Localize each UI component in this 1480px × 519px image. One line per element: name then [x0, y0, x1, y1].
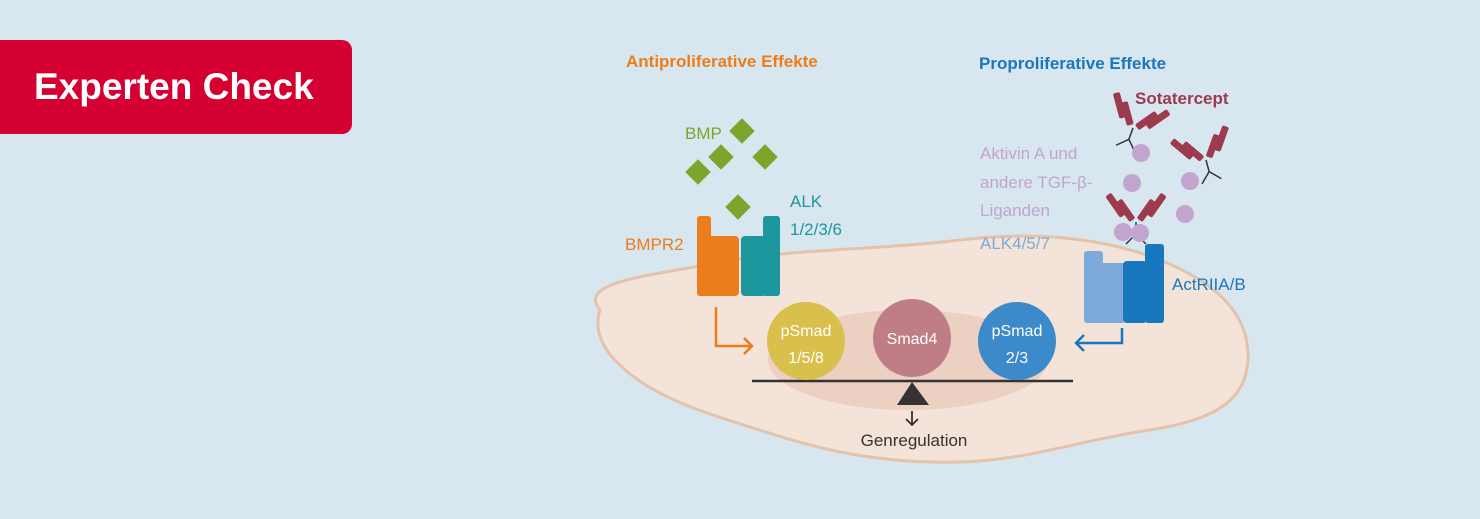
proproliferative-heading: Proproliferative Effekte: [979, 54, 1166, 73]
bmp-diamond: [752, 144, 778, 170]
psmad-158-label-line1: pSmad: [781, 323, 832, 340]
bmp-diamond: [725, 194, 751, 220]
ligand-dot: [1181, 172, 1199, 190]
ligand-dot: [1131, 224, 1149, 242]
psmad-23-label-line1: pSmad: [992, 323, 1043, 340]
psmad-23-label-line2: 2/3: [1006, 350, 1028, 367]
bmpr2-label: BMPR2: [625, 235, 684, 254]
ligand-dot: [1123, 174, 1141, 192]
psmad-23-node: pSmad 2/3: [978, 302, 1056, 380]
activin-label-line3: Liganden: [980, 201, 1050, 220]
bmp-diamond: [708, 144, 734, 170]
activin-label-line2: andere TGF-β-: [980, 173, 1092, 192]
pro-signal-arrow: [1074, 328, 1124, 352]
actriia-receptor: [1123, 244, 1164, 323]
bmp-diamond: [685, 159, 711, 185]
genregulation-arrow: [905, 411, 919, 427]
smad4-label: Smad4: [887, 331, 938, 348]
psmad-158-node: pSmad 1/5/8: [767, 302, 845, 380]
bmp-ligands: [685, 118, 778, 220]
sotatercept-antibodies: [1095, 89, 1243, 245]
genregulation-label: Genregulation: [861, 431, 968, 450]
experten-check-badge: Experten Check: [0, 40, 352, 134]
alk-1236-receptor: [741, 216, 780, 296]
bmp-diamond: [729, 118, 755, 144]
antiproliferative-heading: Antiproliferative Effekte: [626, 52, 818, 71]
bmpr2-receptor: [697, 216, 739, 296]
ligand-dot: [1132, 144, 1150, 162]
alk-1236-label-line2: 1/2/3/6: [790, 220, 842, 239]
alk-457-receptor: [1084, 251, 1126, 323]
bmp-label: BMP: [685, 124, 722, 143]
alk-1236-label-line1: ALK: [790, 192, 823, 211]
smad4-node: Smad4: [873, 299, 951, 377]
ligand-dot: [1114, 223, 1132, 241]
psmad-158-label-line2: 1/5/8: [788, 350, 824, 367]
balance-fulcrum: [897, 382, 929, 405]
sotatercept-label: Sotatercept: [1135, 89, 1229, 108]
ligand-dot: [1176, 205, 1194, 223]
badge-label: Experten Check: [34, 66, 314, 107]
alk-457-label: ALK4/5/7: [980, 234, 1050, 253]
actriia-label: ActRIIA/B: [1172, 275, 1246, 294]
activin-ligands: [1114, 144, 1199, 242]
anti-signal-arrow: [714, 307, 754, 355]
antibody-icon: [1167, 122, 1243, 190]
activin-label-line1: Aktivin A und: [980, 144, 1077, 163]
